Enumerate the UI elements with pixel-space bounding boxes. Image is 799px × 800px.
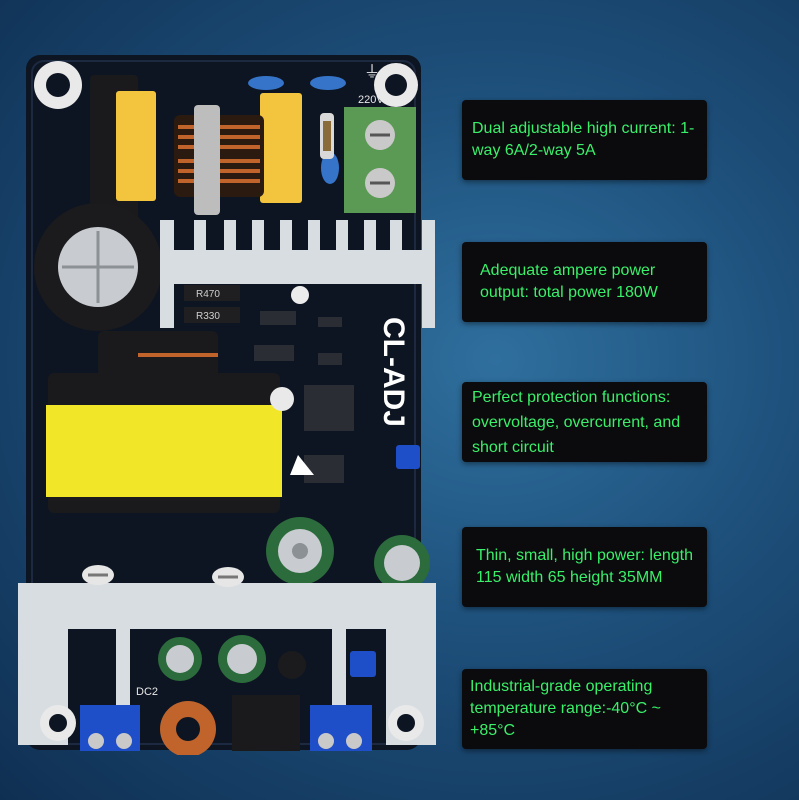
feature-text: Adequate ampere power output: total powe… [480,262,658,301]
feature-callout-size: Thin, small, high power: length 115 widt… [462,527,707,607]
trimmer-pot-lower [350,651,376,677]
resistor-r470: R470 [184,285,240,301]
feature-callout-temperature: Industrial-grade operating temperature r… [462,669,707,749]
feature-callout-protection: Perfect protection functions: overvoltag… [462,382,707,462]
output-label: DC2 [136,686,158,698]
transformer [46,331,282,513]
feature-callout-power: Adequate ampere power output: total powe… [462,242,707,322]
heatsink-upper [160,220,435,328]
output-terminal-right [310,705,372,751]
resistor-r330: R330 [184,307,240,323]
output-capacitor-right [374,535,430,591]
power-supply-board-photo: 220V ⏚ R470 [18,55,443,755]
heatsink-screw-right [212,567,244,587]
feature-callout-current: Dual adjustable high current: 1-way 6A/2… [462,100,707,180]
feature-text: Perfect protection functions: overvoltag… [472,388,681,456]
input-terminal-green [344,107,416,213]
toroid-inductor [160,701,216,755]
feature-text: Dual adjustable high current: 1-way 6A/2… [472,120,695,159]
output-terminal-left [80,705,140,751]
ground-symbol: ⏚ [364,62,380,81]
input-voltage-label: 220V [358,94,384,106]
svg-text:R330: R330 [196,311,220,322]
x-capacitor-right [260,93,302,203]
trimmer-pot-upper [396,445,420,469]
output-capacitor-left [266,517,334,585]
x-capacitor-left [116,91,156,201]
mounting-hole-top-right [374,63,418,107]
heatsink-screw-left [82,565,114,585]
model-marking: CL-ADJ [377,317,410,427]
bulk-capacitor [34,203,162,331]
mounting-hole-top-left [34,61,82,109]
feature-text: Thin, small, high power: length 115 widt… [476,547,693,586]
svg-text:R470: R470 [196,289,220,300]
feature-text: Industrial-grade operating temperature r… [470,678,661,739]
